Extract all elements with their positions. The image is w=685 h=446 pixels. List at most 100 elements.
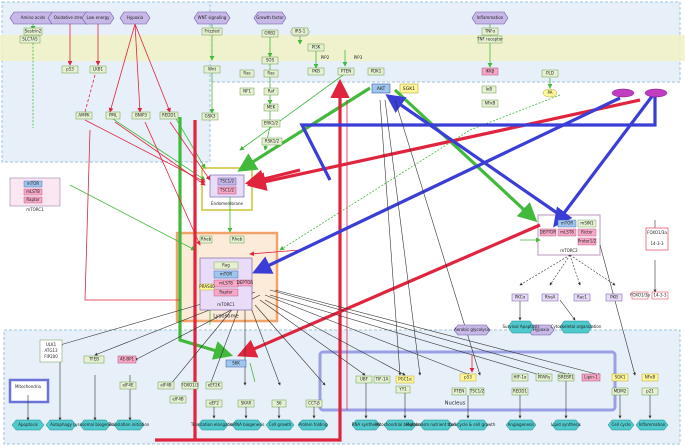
- wnt-node: [203, 65, 221, 74]
- redd1-node: [159, 111, 179, 120]
- ulk-complex: [39, 339, 63, 363]
- pld-node: [541, 69, 559, 78]
- aerobic-glycolysis-label: Aerobic glycolysis: [454, 327, 490, 332]
- rsk-node: [261, 137, 283, 146]
- sgk1-label: SGK1: [403, 86, 415, 92]
- pgc1a-node: [395, 375, 415, 384]
- rheb-node-1: [199, 235, 213, 244]
- translation-el-output: [197, 419, 229, 431]
- mrna-output: [231, 419, 263, 431]
- mtorc2-label: mTORC2: [560, 248, 578, 253]
- pa-node: [542, 88, 558, 98]
- cell-growth-output: [265, 419, 295, 431]
- rictor-node: [577, 228, 597, 237]
- autophagy-label: Autophagy: [50, 422, 72, 427]
- ikb-node: [481, 85, 497, 94]
- small-mtor: [23, 180, 43, 188]
- nodes: Sestrin2 SLC7A5 p53 LKB1 Frizzled Wnt GR…: [9, 27, 669, 431]
- bnip3-node: [131, 111, 151, 120]
- sos-node: [261, 56, 279, 65]
- pi3k-label: PI3K: [312, 45, 321, 50]
- rac1-node: [573, 293, 591, 302]
- mek-label: MEK: [267, 105, 276, 110]
- sgk1-node: [399, 83, 419, 94]
- sgk1-nuclear-node: [611, 373, 629, 382]
- rag-label: Rag: [222, 263, 230, 268]
- frizzled-label: Frizzled: [204, 29, 220, 34]
- translation-el-label: Translation elongation: [190, 422, 236, 427]
- small-mlst8: [23, 188, 43, 196]
- tnfa-label: TNFα: [484, 29, 496, 34]
- pdk1-node: [367, 67, 385, 76]
- nfkb-node: [481, 99, 499, 108]
- cctb-label: CCT-β: [308, 401, 320, 406]
- foxo-node: [181, 381, 199, 390]
- tif1a-node: [373, 375, 391, 384]
- ras-node-2: [263, 69, 279, 78]
- cell-cycle-label: Cell cycle: [611, 422, 631, 427]
- eef2k-node: [205, 381, 223, 390]
- cell-growth-label: Cell growth: [269, 422, 292, 427]
- tsc-nuclear-label: TSC1/2: [469, 389, 485, 394]
- tsc1-node: [217, 177, 237, 186]
- pml-label: PML: [109, 113, 118, 118]
- mlst8-label: mLST8: [219, 281, 233, 286]
- ubf-label: UBF: [360, 377, 369, 382]
- akt-node: [371, 83, 391, 94]
- metab-output: [419, 419, 453, 431]
- apoptosis-label: Apoptosis: [18, 422, 38, 427]
- metab-label: Metabolism nutrient transport: [406, 422, 467, 427]
- mtorc2-deptor: [539, 228, 557, 237]
- pml-node: [105, 111, 121, 120]
- hypoxia-label: Hypoxia: [127, 15, 144, 20]
- growth-factor-signal: [253, 11, 287, 25]
- small-mtor-label: mTOR: [27, 181, 39, 186]
- rhoa-label: RhoA: [545, 295, 556, 300]
- apoptosis-output: [11, 419, 45, 431]
- mtorc2-mlst8-label: mLST8: [560, 230, 574, 235]
- pras40-label: PRAS40: [199, 284, 215, 289]
- pten-label: PTEN: [341, 69, 351, 74]
- pkca-label: PKCα: [515, 295, 526, 300]
- mrna-label: mRNA biogenesis: [229, 422, 264, 427]
- pkca-node: [511, 293, 529, 302]
- s6-label: S6: [276, 401, 282, 406]
- lipin1-node: [581, 373, 601, 382]
- mek-node: [263, 103, 279, 112]
- eef2-label: eEF2: [209, 401, 219, 406]
- pras40-node: [199, 283, 215, 291]
- eif4b-node: [169, 395, 187, 404]
- wnt-label: Wnt: [208, 67, 216, 72]
- p53-node: [61, 65, 79, 74]
- blue-edges: [252, 94, 657, 274]
- p21-label: p21: [646, 389, 654, 394]
- irs1-label: IRS-1: [295, 29, 306, 34]
- raf-label: Raf: [268, 89, 275, 94]
- survival-output: [507, 320, 535, 334]
- lipid-label: Lipid synthesis: [551, 422, 581, 427]
- tsc-nuclear-node: [469, 387, 485, 396]
- tsc2-node: [217, 186, 237, 195]
- ikk-label: IKKβ: [486, 69, 495, 74]
- rna-syn-output: [351, 419, 381, 431]
- lkb1-node: [89, 65, 107, 74]
- raptor-label: Raptor: [219, 290, 233, 295]
- mtorc1-label: mTORC1: [217, 302, 235, 307]
- p53-label: p53: [66, 67, 74, 72]
- skar-label: SKAR: [241, 401, 252, 406]
- small-raptor: [23, 196, 43, 204]
- rac1-label: Rac1: [577, 295, 587, 300]
- nf1-node: [239, 87, 255, 96]
- inflammation-label: Inflammation: [477, 15, 504, 20]
- ampk-label: AMPK: [78, 113, 90, 118]
- rhoa-node: [541, 293, 559, 302]
- ppara-node: [535, 373, 553, 382]
- gsk3-node: [201, 112, 219, 121]
- ikk-node: [481, 67, 499, 76]
- inflam-output: [635, 419, 669, 431]
- aerobic-glycolysis-signal: [453, 324, 491, 336]
- erk-label: ERK1/2: [264, 121, 279, 126]
- raptor-node: [213, 288, 239, 297]
- ras-label-1: Ras: [243, 71, 250, 76]
- protein-fold-output: [297, 419, 329, 431]
